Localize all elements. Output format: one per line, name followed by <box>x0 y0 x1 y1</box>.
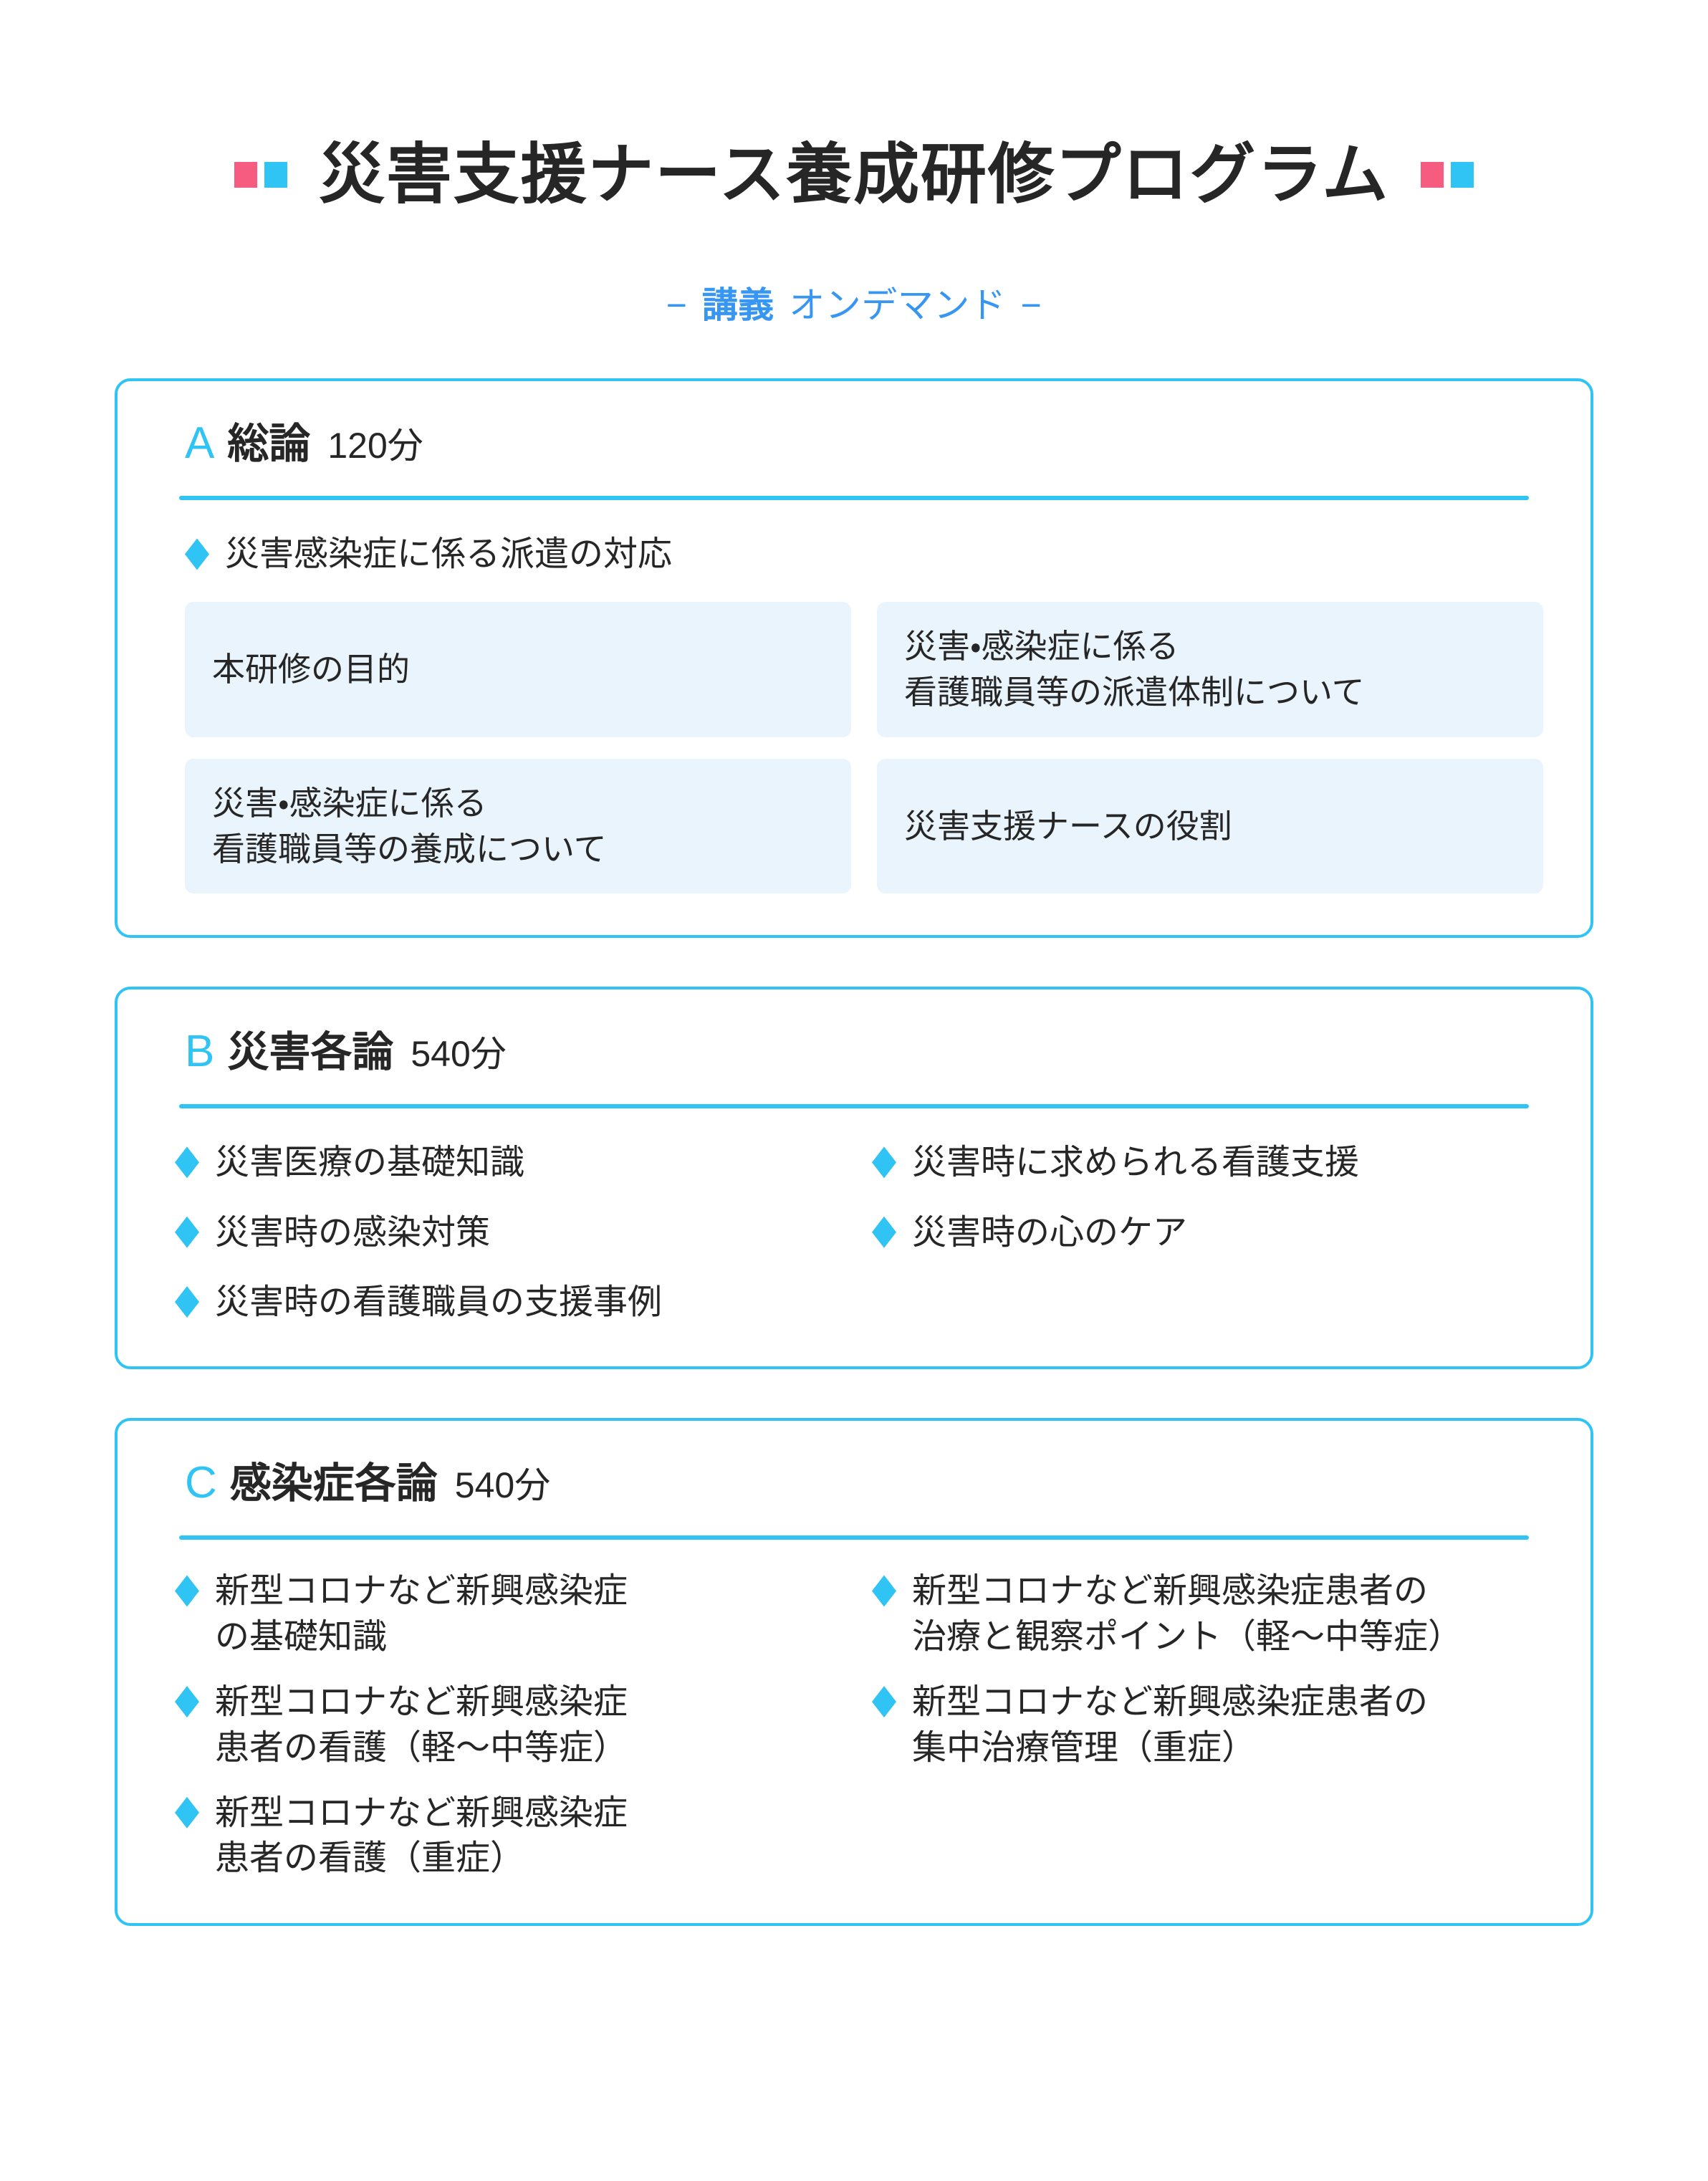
diamond-bullet-icon <box>185 538 209 570</box>
list-item-label: 新型コロナなど新興感染症患者の 治療と観察ポイント（軽～中等症） <box>912 1572 1463 1656</box>
list-item-label: 災害時の心のケア <box>912 1213 1188 1252</box>
cyan-square-icon <box>264 162 287 188</box>
list-item[interactable]: 新型コロナなど新興感染症患者の 集中治療管理（重症） <box>872 1679 1543 1770</box>
diamond-bullet-icon <box>175 1686 199 1717</box>
topic-tile[interactable]: 災害・感染症に係る 看護職員等の派遣体制について <box>877 601 1543 737</box>
pink-square-icon <box>1421 162 1444 188</box>
section-c-item-grid: 新型コロナなど新興感染症 の基礎知識 新型コロナなど新興感染症患者の 治療と観察… <box>165 1568 1543 1881</box>
list-item[interactable]: 新型コロナなど新興感染症 患者の看護（重症） <box>175 1791 846 1882</box>
list-item[interactable]: 新型コロナなど新興感染症 の基礎知識 <box>175 1568 846 1659</box>
diamond-bullet-icon <box>175 1575 199 1606</box>
section-b-divider <box>179 1104 1529 1109</box>
section-c-title: 感染症各論 <box>229 1460 438 1507</box>
page-title: 災害支援ナース養成研修プログラム <box>318 138 1390 211</box>
decoration-squares-right <box>1421 162 1474 188</box>
title-row: 災害支援ナース養成研修プログラム <box>115 95 1593 255</box>
section-c-letter: C <box>185 1458 217 1508</box>
subtitle-tail: オンデマンド <box>789 285 1007 326</box>
section-a-lead-label: 災害感染症に係る派遣の対応 <box>225 535 673 574</box>
diamond-bullet-icon <box>872 1217 896 1248</box>
diamond-bullet-icon <box>175 1797 199 1828</box>
section-card-c: C 感染症各論 540分 新型コロナなど新興感染症 の基礎知識 新型コロナなど新… <box>115 1418 1593 1926</box>
diamond-bullet-icon <box>175 1146 199 1178</box>
subtitle-dash-right: − <box>1020 285 1042 326</box>
section-c-duration: 540分 <box>454 1465 551 1506</box>
page-subtitle: − 講義 オンデマンド − <box>115 284 1593 327</box>
section-a-lead-bullet: 災害感染症に係る派遣の対応 <box>165 532 1543 577</box>
subtitle-dash-left: − <box>666 285 688 326</box>
topic-tile[interactable]: 災害支援ナースの役割 <box>877 758 1543 894</box>
diamond-bullet-icon <box>872 1146 896 1178</box>
diamond-bullet-icon <box>872 1575 896 1606</box>
list-item[interactable]: 災害時に求められる看護支援 <box>872 1140 1543 1185</box>
section-a-tile-grid: 本研修の目的 災害・感染症に係る 看護職員等の派遣体制について 災害・感染症に係… <box>165 601 1543 894</box>
diamond-bullet-icon <box>175 1286 199 1318</box>
pink-square-icon <box>234 162 257 188</box>
section-b-title: 災害各論 <box>227 1029 394 1076</box>
subtitle-lead: 講義 <box>701 285 774 326</box>
list-item[interactable]: 災害時の看護職員の支援事例 <box>175 1280 846 1325</box>
list-item[interactable]: 災害時の感染対策 <box>175 1210 846 1255</box>
diamond-bullet-icon <box>175 1217 199 1248</box>
section-b-item-grid: 災害医療の基礎知識 災害時に求められる看護支援 災害時の感染対策 災害時の心のケ… <box>165 1140 1543 1325</box>
list-item-label: 新型コロナなど新興感染症患者の 集中治療管理（重症） <box>912 1683 1429 1767</box>
topic-tile[interactable]: 災害・感染症に係る 看護職員等の養成について <box>185 758 851 894</box>
cyan-square-icon <box>1451 162 1474 188</box>
section-c-header: C 感染症各論 540分 <box>165 1461 1543 1505</box>
list-item[interactable]: 災害時の心のケア <box>872 1210 1543 1255</box>
list-item[interactable]: 災害医療の基礎知識 <box>175 1140 846 1185</box>
list-item-label: 新型コロナなど新興感染症 患者の看護（軽～中等症） <box>215 1683 628 1767</box>
section-a-header: A 総論 120分 <box>165 421 1543 466</box>
section-a-divider <box>179 496 1529 501</box>
list-item-label: 災害時に求められる看護支援 <box>912 1144 1360 1182</box>
list-item-label: 災害時の感染対策 <box>215 1213 491 1252</box>
decoration-squares-left <box>234 162 287 188</box>
program-sections: A 総論 120分 災害感染症に係る派遣の対応 本研修の目的 災害・感染症に係る… <box>115 378 1593 1926</box>
list-item-label: 災害時の看護職員の支援事例 <box>215 1283 663 1322</box>
page-header: 災害支援ナース養成研修プログラム − 講義 オンデマンド − <box>115 0 1593 327</box>
section-a-duration: 120分 <box>327 426 423 466</box>
list-item[interactable]: 新型コロナなど新興感染症 患者の看護（軽～中等症） <box>175 1679 846 1770</box>
section-c-divider <box>179 1535 1529 1540</box>
section-b-header: B 災害各論 540分 <box>165 1030 1543 1074</box>
section-card-b: B 災害各論 540分 災害医療の基礎知識 災害時に求められる看護支援 災害時の… <box>115 987 1593 1370</box>
section-b-duration: 540分 <box>411 1034 507 1075</box>
list-item-label: 新型コロナなど新興感染症 患者の看護（重症） <box>215 1793 628 1878</box>
topic-tile[interactable]: 本研修の目的 <box>185 601 851 737</box>
list-item[interactable]: 新型コロナなど新興感染症患者の 治療と観察ポイント（軽～中等症） <box>872 1568 1543 1659</box>
section-a-title: 総論 <box>227 421 311 468</box>
list-item-label: 災害医療の基礎知識 <box>215 1144 525 1182</box>
list-item-label: 新型コロナなど新興感染症 の基礎知識 <box>215 1572 628 1656</box>
section-b-letter: B <box>185 1027 215 1077</box>
section-card-a: A 総論 120分 災害感染症に係る派遣の対応 本研修の目的 災害・感染症に係る… <box>115 378 1593 939</box>
diamond-bullet-icon <box>872 1686 896 1717</box>
section-a-letter: A <box>185 418 215 469</box>
